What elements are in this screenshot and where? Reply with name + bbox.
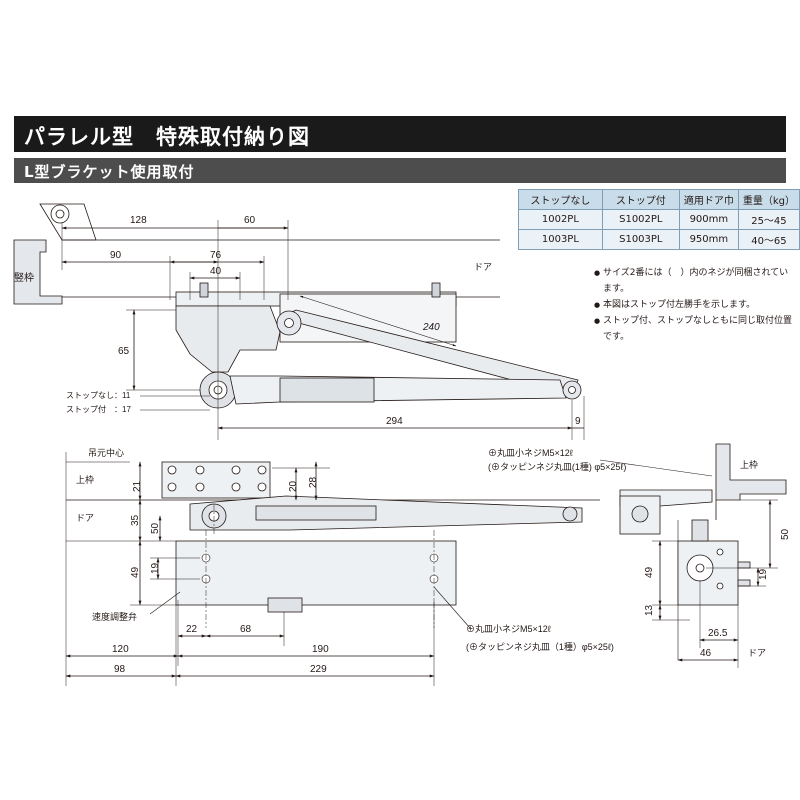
dim-68: 68: [240, 624, 252, 635]
dim-90: 90: [110, 250, 122, 261]
dim-9: 9: [575, 416, 581, 427]
front-view: [65, 452, 713, 686]
table-cell: 1003PL: [518, 229, 603, 250]
screw-bottom-line1: ⊕丸皿小ネジM5×12ℓ: [466, 623, 552, 634]
label-door: ドア: [474, 262, 492, 272]
dim-50: 50: [150, 522, 161, 534]
side-view: [619, 443, 787, 668]
closer-body: [175, 305, 281, 373]
label-head: 上枠: [76, 474, 94, 485]
label-hinge-center: 吊元中心: [88, 447, 124, 458]
side-view-labels: 上枠 ドア 50 49 19 13 26.5 46: [644, 459, 791, 659]
spec-table-header: ストップなし ストップ付 適用ドア巾 重量（kg）: [518, 189, 800, 210]
dim-19-side: 19: [758, 568, 769, 580]
dim-22: 22: [186, 624, 198, 635]
dim-120: 120: [112, 644, 129, 655]
notes-list: サイズ2番には（ ）内のネジが同梱されています。 本図はストップ付左勝手を示しま…: [594, 265, 794, 345]
label-door-side: ドア: [748, 648, 766, 658]
table-cell: 40～65: [737, 229, 800, 250]
top-view-labels: 竪枠 ドア ストップなし：11 ストップ付 ：17 128 60 90 76 4…: [14, 215, 581, 427]
dim-40: 40: [210, 266, 222, 277]
label-stop-with: ストップ付 ：17: [66, 404, 131, 414]
dim-28: 28: [308, 476, 319, 488]
front-arm: [189, 495, 583, 531]
screw-bottom-line2: (⊕タッピンネジ丸皿（1種）φ5×25ℓ): [466, 641, 614, 652]
dim-21: 21: [132, 480, 143, 492]
title-bar: パラレル型 特殊取付納り図: [14, 116, 786, 152]
dim-49: 49: [130, 566, 141, 578]
dim-50-side: 50: [780, 528, 791, 540]
dim-229: 229: [310, 664, 327, 675]
label-valve: 速度調整弁: [92, 611, 137, 622]
spec-table: ストップなし ストップ付 適用ドア巾 重量（kg） 1002PL S1002PL…: [518, 189, 800, 250]
table-cell: 25～45: [737, 209, 800, 230]
front-view-labels: 吊元中心 上枠 ドア 速度調整弁 ⊕丸皿小ネジM5×12ℓ (⊕タッピンネジ丸皿…: [76, 447, 626, 675]
note-item: 本図はストップ付左勝手を示します。: [594, 297, 794, 313]
table-cell: 1002PL: [518, 209, 603, 230]
label-frame: 竪枠: [14, 271, 34, 284]
dim-65: 65: [118, 346, 130, 357]
dim-294: 294: [386, 416, 403, 427]
dim-98: 98: [114, 664, 126, 675]
closer-body-front: [175, 540, 457, 606]
dim-190: 190: [312, 644, 329, 655]
dim-46-side: 46: [700, 648, 712, 659]
dim-13-side: 13: [644, 604, 655, 616]
frame-profile: [13, 239, 63, 305]
bracket-screw-icon: [167, 465, 267, 492]
dim-240: 240: [422, 322, 440, 333]
dim-49-side: 49: [644, 566, 655, 578]
header-no-stop: ストップなし: [518, 189, 603, 210]
table-cell: 950mm: [678, 229, 739, 250]
table-row: 1002PL S1002PL 900mm 25～45: [518, 209, 800, 230]
screw-top-line1: ⊕丸皿小ネジM5×12ℓ: [488, 447, 574, 458]
page-title: パラレル型 特殊取付納り図: [24, 125, 310, 149]
head-frame: [715, 443, 787, 501]
table-cell: S1003PL: [601, 229, 680, 250]
dim-26-5-side: 26.5: [708, 628, 728, 639]
note-item: サイズ2番には（ ）内のネジが同梱されています。: [594, 265, 794, 297]
dim-76: 76: [210, 250, 222, 261]
screw-top-line2: (⊕タッピンネジ丸皿(1種) φ5×25ℓ): [488, 461, 626, 472]
note-item: ストップ付、ストップなしともに同じ取付位置です。: [594, 313, 794, 345]
label-stop-none: ストップなし：11: [66, 391, 131, 400]
dim-20: 20: [288, 480, 299, 492]
table-cell: 900mm: [678, 209, 739, 230]
dim-19: 19: [150, 562, 161, 574]
top-view: [13, 203, 585, 440]
label-head-side: 上枠: [740, 459, 758, 470]
page-subtitle: L型ブラケット使用取付: [24, 163, 195, 181]
dim-128: 128: [130, 215, 147, 226]
subtitle-bar: L型ブラケット使用取付: [14, 158, 786, 183]
l-bracket: [161, 461, 271, 499]
header-weight: 重量（kg）: [737, 189, 800, 210]
label-door-front: ドア: [76, 513, 94, 523]
dim-60: 60: [244, 215, 256, 226]
table-row: 1003PL S1003PL 950mm 40～65: [518, 229, 800, 250]
dim-35: 35: [130, 514, 141, 526]
